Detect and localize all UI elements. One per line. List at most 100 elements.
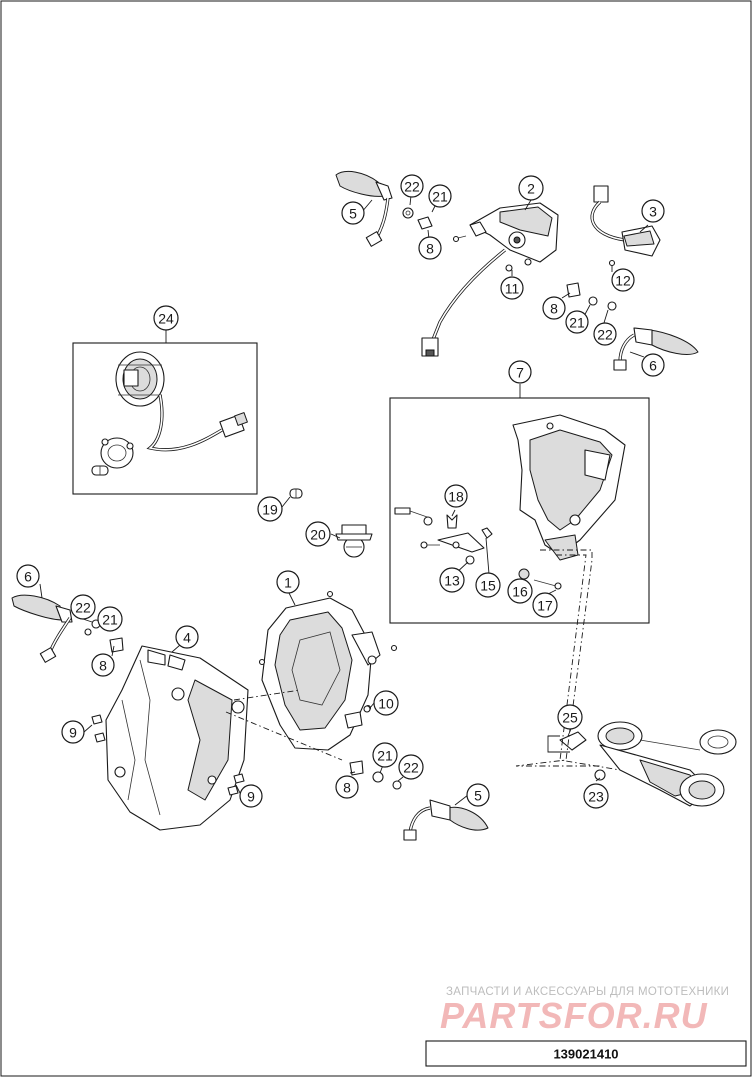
callout-c8a: 8 — [418, 236, 442, 260]
callout-number: 3 — [649, 204, 657, 220]
washer-nut-top-left — [402, 207, 433, 230]
callout-circle — [341, 201, 365, 225]
callout-number: 6 — [24, 569, 32, 585]
callout-circle — [557, 704, 583, 730]
hardware-small-parts — [394, 507, 562, 590]
small-socket-part — [100, 437, 134, 469]
callout-c8b: 8 — [542, 296, 566, 320]
callout-circle — [400, 174, 424, 198]
handlebar-clamp-part — [559, 721, 737, 807]
callout-circle — [398, 754, 424, 780]
screw-10 — [363, 705, 371, 713]
headlamp-bulb-part — [335, 524, 373, 558]
watermark: ЗАПЧАСТИ И АКСЕССУАРЫ ДЛЯ МОТОТЕХНИКИ PA… — [440, 986, 729, 1036]
callout-circle — [372, 742, 398, 768]
callout-number: 22 — [403, 760, 419, 776]
callout-c7: 7 — [508, 360, 532, 384]
callout-circle — [508, 360, 532, 384]
callout-c21d: 21 — [372, 742, 398, 768]
callout-circle — [276, 570, 300, 594]
turn-signal-top-left-part — [335, 171, 393, 247]
callout-circle — [444, 484, 468, 508]
callout-c12: 12 — [611, 268, 635, 292]
callout-circle — [91, 653, 115, 677]
callout-circle — [565, 310, 589, 334]
callout-number: 8 — [426, 241, 434, 257]
callout-c25: 25 — [557, 704, 583, 730]
washer-nut-left — [84, 619, 124, 653]
callout-number: 17 — [537, 598, 553, 614]
callout-c1: 1 — [276, 570, 300, 594]
headlight-mask-part — [105, 645, 249, 831]
small-bulb-part — [91, 465, 109, 476]
small-bulb-19-part — [289, 488, 303, 499]
drawing-code-box: 139021410 — [425, 1040, 747, 1067]
callout-circle — [97, 606, 123, 632]
callout-number: 8 — [343, 780, 351, 796]
callout-c19: 19 — [257, 496, 283, 522]
callout-c5b: 5 — [466, 783, 490, 807]
callout-c18: 18 — [444, 484, 468, 508]
callout-c10: 10 — [373, 690, 399, 716]
callout-circle — [583, 783, 609, 809]
callout-number: 11 — [505, 281, 520, 297]
callout-c6b: 6 — [16, 564, 40, 588]
turn-signal-right-part — [613, 327, 699, 371]
callout-circle — [428, 184, 452, 208]
callout-circle — [439, 567, 465, 593]
callout-circle — [507, 578, 533, 604]
callout-circle — [475, 572, 501, 598]
callout-c11: 11 — [500, 276, 524, 300]
callout-circle — [641, 199, 665, 223]
routing-lines — [225, 549, 621, 771]
callout-circle — [532, 592, 558, 618]
callout-c9b: 9 — [239, 784, 263, 808]
callout-c13: 13 — [439, 567, 465, 593]
callout-number: 22 — [404, 179, 420, 195]
callout-c22c: 22 — [70, 594, 96, 620]
callout-number: 10 — [378, 696, 394, 712]
callout-circle — [153, 305, 179, 331]
callout-number: 5 — [349, 206, 357, 222]
callout-circle — [466, 783, 490, 807]
callout-circle — [61, 720, 85, 744]
callout-c8c: 8 — [91, 653, 115, 677]
callout-circle — [542, 296, 566, 320]
callout-circle — [335, 775, 359, 799]
callout-c16: 16 — [507, 578, 533, 604]
callout-number: 6 — [649, 358, 657, 374]
turn-signal-bottom-part — [403, 799, 489, 841]
callout-number: 15 — [480, 578, 496, 594]
callout-circle — [175, 625, 199, 649]
lamp-socket-part — [115, 351, 165, 407]
callout-c20: 20 — [305, 521, 331, 547]
callout-number: 22 — [597, 327, 613, 343]
callout-circle — [16, 564, 40, 588]
callout-number: 18 — [448, 489, 464, 505]
callout-circle — [611, 268, 635, 292]
callout-c3: 3 — [641, 199, 665, 223]
screws-9 — [91, 714, 245, 796]
callout-c6a: 6 — [641, 353, 665, 377]
callout-number: 21 — [377, 748, 393, 764]
callout-c15: 15 — [475, 572, 501, 598]
callout-number: 16 — [512, 584, 528, 600]
callout-circle — [500, 276, 524, 300]
callout-c21c: 21 — [97, 606, 123, 632]
callout-number: 21 — [569, 315, 585, 331]
sensor-module-part — [590, 185, 661, 267]
callout-number: 21 — [432, 189, 448, 205]
drawing-code: 139021410 — [553, 1047, 618, 1062]
callout-number: 23 — [588, 789, 604, 805]
harness-connector-part — [219, 412, 248, 438]
callout-number: 4 — [183, 630, 191, 646]
callout-number: 1 — [284, 575, 292, 591]
callout-c23: 23 — [583, 783, 609, 809]
callout-circle — [418, 236, 442, 260]
callout-number: 20 — [310, 527, 326, 543]
callout-number: 24 — [158, 311, 174, 327]
callout-c22b: 22 — [593, 322, 617, 346]
callout-number: 22 — [75, 600, 91, 616]
